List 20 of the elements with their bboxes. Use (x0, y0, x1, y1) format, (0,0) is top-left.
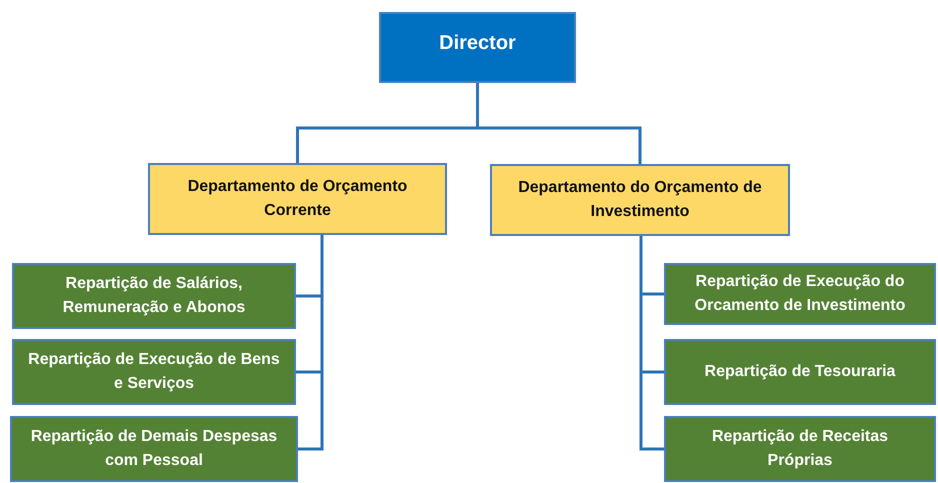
director-box (379, 12, 576, 83)
section-box (12, 339, 296, 405)
section-box (664, 339, 936, 405)
box-label: Director (439, 31, 516, 56)
connector-line (640, 236, 664, 450)
section-box (10, 416, 298, 482)
box-label: Repartição de Execução do Orcamento de Investimento (694, 272, 906, 316)
box-label: Departamento do Orçamento de Investimento (517, 178, 763, 222)
box-label: Departamento de Orçamento Corrente (186, 177, 408, 221)
department-box (148, 163, 447, 235)
box-label: Repartição de Tesouraria (704, 362, 896, 382)
section-box (12, 263, 296, 329)
box-label: Repartição de Receitas Próprias (710, 427, 890, 471)
section-box (664, 263, 936, 325)
department-box (490, 164, 790, 236)
box-label: Repartição de Salários, Remuneração e Abonos (62, 274, 246, 318)
section-box (664, 416, 936, 482)
box-label: Repartição de Execução de Bens e Serviços (27, 350, 281, 394)
connector-line (298, 235, 324, 450)
box-label: Repartição de Demais Despesas com Pessoal (30, 427, 278, 471)
